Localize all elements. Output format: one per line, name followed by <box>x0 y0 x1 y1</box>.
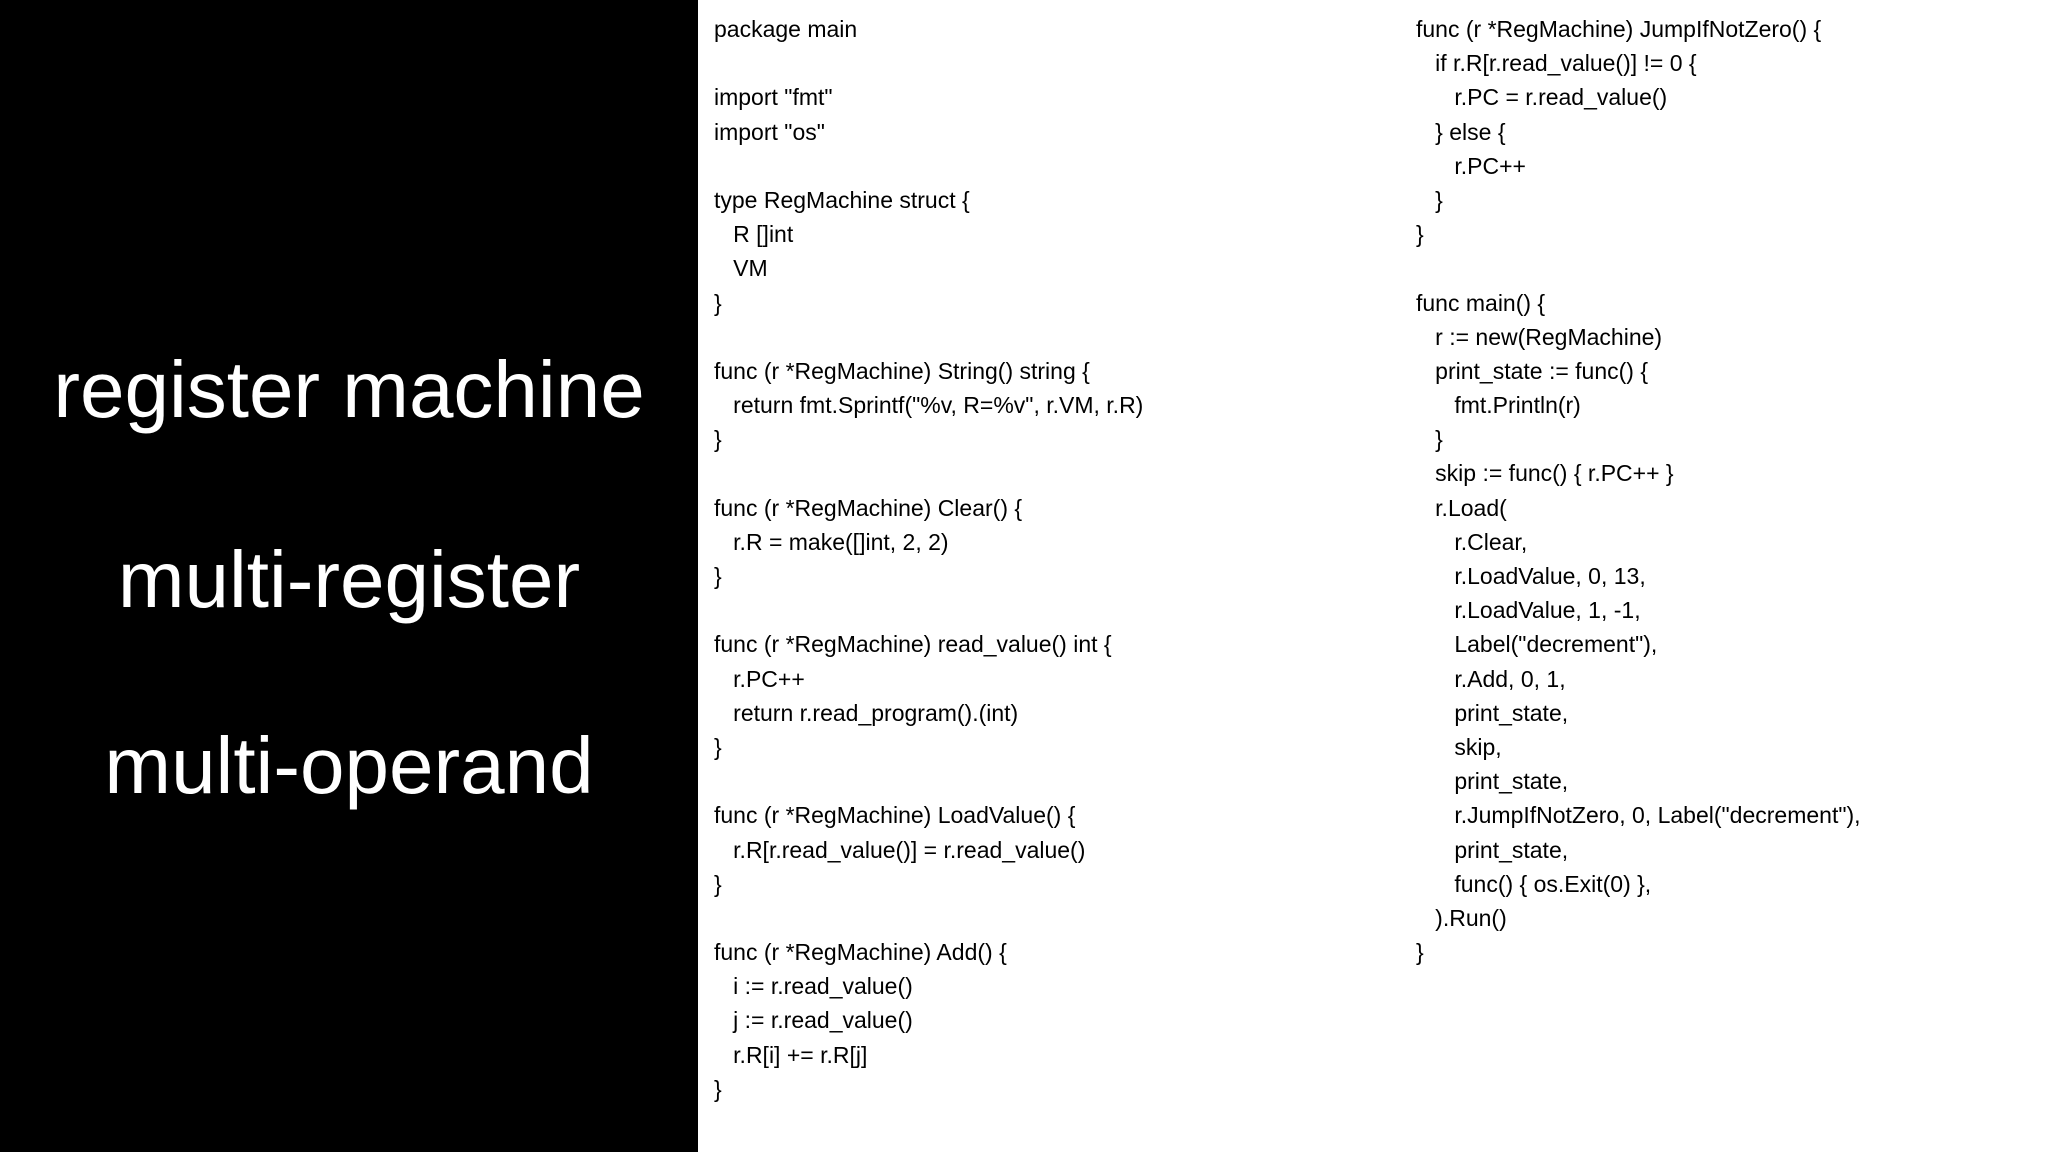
code-line <box>714 764 1374 798</box>
code-line: R []int <box>714 221 794 248</box>
code-line: skip, <box>1416 733 1502 760</box>
code-line: func() { os.Exit(0) }, <box>1416 870 1652 897</box>
code-line: } <box>714 563 722 589</box>
code-line <box>714 46 1374 80</box>
heading-multi-operand: multi-operand <box>104 721 594 810</box>
code-line: print_state, <box>1416 836 1569 863</box>
code-line: fmt.Println(r) <box>1416 392 1581 419</box>
code-line: package main <box>714 16 858 42</box>
code-line: } else { <box>1416 118 1506 145</box>
code-line <box>714 456 1374 490</box>
heading-register-machine: register machine <box>53 345 645 434</box>
code-line: } <box>714 1075 722 1102</box>
code-line: import "fmt" <box>714 84 833 111</box>
code-line: r.PC = r.read_value() <box>1416 84 1668 111</box>
code-line: r.Add, 0, 1, <box>1416 665 1566 692</box>
code-line: r.Load( <box>1416 494 1507 521</box>
code-line: r.JumpIfNotZero, 0, Label("decrement"), <box>1416 802 1861 829</box>
code-line: return fmt.Sprintf("%v, R=%v", r.VM, r.R… <box>714 392 1144 419</box>
code-line: r.R[i] += r.R[j] <box>714 1041 868 1068</box>
code-line <box>714 149 1374 183</box>
code-line: } <box>714 733 722 760</box>
code-line: func (r *RegMachine) Add() { <box>714 939 1007 966</box>
code-line <box>1416 251 2036 285</box>
code-line: import "os" <box>714 118 825 145</box>
code-line: print_state := func() { <box>1416 357 1649 384</box>
code-line: ).Run() <box>1416 904 1507 931</box>
code-line <box>714 320 1374 354</box>
code-line: i := r.read_value() <box>714 973 913 1000</box>
code-line: r.LoadValue, 1, -1, <box>1416 597 1641 624</box>
code-line: } <box>1416 221 1424 248</box>
code-line: func (r *RegMachine) String() string { <box>714 357 1090 384</box>
code-line: if r.R[r.read_value()] != 0 { <box>1416 50 1697 77</box>
code-line <box>714 593 1374 627</box>
heading-multi-register: multi-register <box>117 535 581 624</box>
code-line: Label("decrement"), <box>1416 631 1658 658</box>
code-line: func (r *RegMachine) read_value() int { <box>714 631 1112 658</box>
code-line: skip := func() { r.PC++ } <box>1416 460 1674 487</box>
code-line: type RegMachine struct { <box>714 186 970 213</box>
code-line: print_state, <box>1416 768 1569 795</box>
code-line: } <box>1416 426 1443 453</box>
code-line: } <box>1416 939 1424 966</box>
code-line: r.Clear, <box>1416 528 1528 555</box>
code-line: func main() { <box>1416 289 1546 316</box>
code-line: print_state, <box>1416 699 1569 726</box>
code-line: } <box>1416 186 1443 213</box>
code-line <box>714 901 1374 935</box>
code-listing-right: func (r *RegMachine) JumpIfNotZero() { i… <box>1416 12 2036 969</box>
code-line: j := r.read_value() <box>714 1007 913 1034</box>
code-listing-left: package main import "fmt" import "os" type … <box>714 12 1374 1106</box>
title-panel: register machine multi-register multi-op… <box>0 0 698 1152</box>
code-line: r := new(RegMachine) <box>1416 323 1663 350</box>
code-line: r.PC++ <box>714 665 805 692</box>
code-line: } <box>714 289 722 316</box>
code-line: } <box>714 870 722 897</box>
code-line: VM <box>714 255 768 282</box>
code-line: func (r *RegMachine) LoadValue() { <box>714 802 1076 829</box>
code-line: r.LoadValue, 0, 13, <box>1416 563 1646 589</box>
code-line: r.R = make([]int, 2, 2) <box>714 528 949 555</box>
code-line: } <box>714 426 722 453</box>
code-line: return r.read_program().(int) <box>714 699 1019 726</box>
code-line: func (r *RegMachine) Clear() { <box>714 494 1023 521</box>
code-line: func (r *RegMachine) JumpIfNotZero() { <box>1416 16 1822 42</box>
code-line: r.R[r.read_value()] = r.read_value() <box>714 836 1086 863</box>
code-line: r.PC++ <box>1416 152 1526 179</box>
